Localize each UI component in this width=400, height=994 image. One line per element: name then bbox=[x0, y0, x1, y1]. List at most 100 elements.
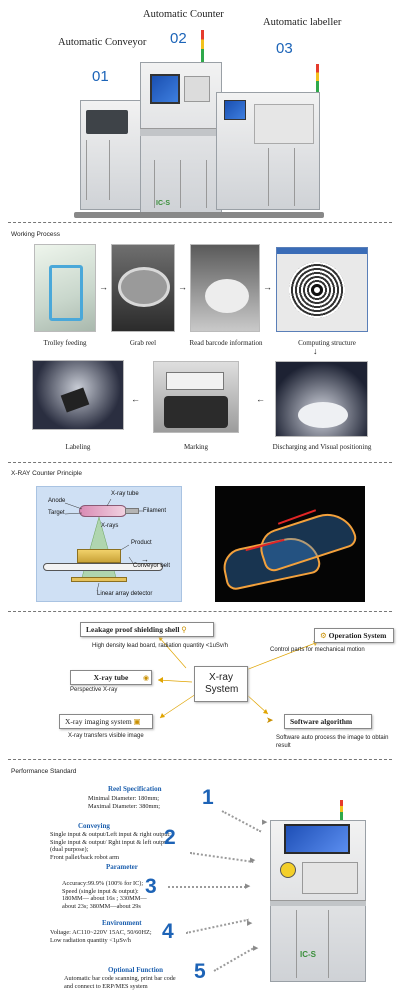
perf-line: Accuracy:99.9% (100% for IC); bbox=[62, 880, 144, 887]
photo-discharging bbox=[275, 361, 368, 437]
signal-lamp-icon bbox=[201, 30, 204, 62]
node-xray-tube-title: X-ray tube bbox=[70, 670, 152, 685]
label-labeller-title: Automatic labeller bbox=[263, 17, 342, 28]
photo-computing-structure bbox=[276, 247, 368, 332]
perf-line: Low radiation quantity <1μSv/h bbox=[50, 936, 131, 944]
photo-read-barcode bbox=[190, 244, 260, 332]
perf-text-5: Automatic bar code scanning, print bar c… bbox=[64, 975, 176, 990]
label-conveyor-belt: Conveyor belt bbox=[133, 563, 171, 569]
perf-title-5: Optional Function bbox=[108, 966, 164, 974]
label-conveyor-title: Automatic Conveyor bbox=[58, 37, 147, 48]
perf-line: Voltage: AC110~220V 15AC, 50/60HZ; bbox=[50, 929, 152, 936]
dotted-arrow-4 bbox=[185, 918, 249, 934]
machine-brand-logo: IC-S bbox=[156, 200, 170, 207]
perf-title-3: Parameter bbox=[106, 863, 138, 871]
perf-line: Speed (single input & output): bbox=[62, 887, 139, 895]
arrow-head-icon-4: ▶ bbox=[247, 920, 253, 927]
arrow-down-icon: ↓ bbox=[313, 346, 318, 356]
step-caption-5: Labeling bbox=[65, 443, 91, 451]
conveyor-window bbox=[86, 110, 128, 134]
step-caption-3: Read barcode information bbox=[189, 339, 263, 347]
arrow-right-icon-3: → bbox=[263, 282, 272, 292]
search-icon: ⚲ bbox=[181, 625, 187, 634]
perf-number-5: 5 bbox=[194, 960, 206, 983]
node-operation-title: ⚙ Operation System bbox=[314, 628, 394, 643]
perf-line: about 23s; 380MM—about 29s bbox=[62, 902, 141, 910]
photo-trolley-feeding bbox=[34, 244, 96, 332]
node-xray-tube-text: Perspective X-ray bbox=[70, 687, 118, 693]
pin-icon: ➤ bbox=[266, 715, 274, 725]
perf-line: Maximal Diameter: 380mm; bbox=[88, 802, 161, 810]
arrow-right-icon-4: → bbox=[141, 555, 149, 564]
arrow-head-icon-2: ▶ bbox=[250, 857, 256, 864]
arrow-head-icon: ▶ bbox=[262, 819, 268, 826]
label-product: Product bbox=[131, 540, 152, 546]
perf-text-1: Minimal Diameter: 180mm; Maximal Diamete… bbox=[88, 795, 160, 810]
machines-image: IC-S bbox=[64, 30, 354, 220]
detector-shape bbox=[71, 577, 127, 582]
step-caption-4: Computing structure bbox=[298, 339, 356, 347]
label-anode: Anode bbox=[48, 498, 66, 504]
product-shape bbox=[77, 549, 121, 563]
node-leakage-title: Leakage proof shielding shell ⚲ bbox=[80, 622, 214, 637]
dotted-arrow-3 bbox=[168, 886, 246, 888]
label-target: Target bbox=[48, 510, 65, 516]
step-caption-1: Trolley feeding bbox=[43, 339, 87, 347]
arrow-right-icon-2: → bbox=[178, 282, 187, 292]
perf-number-2: 2 bbox=[164, 826, 176, 849]
labeller-screen-icon bbox=[224, 100, 246, 120]
photo-grab-reel bbox=[111, 244, 175, 332]
perf-line: and connect to ERP/MES system bbox=[64, 982, 148, 990]
arrow-head-icon-3: ▶ bbox=[245, 883, 251, 890]
signal-lamp-icon-2 bbox=[316, 64, 319, 92]
machine-top-panel bbox=[284, 824, 350, 854]
label-labeller-number: 03 bbox=[276, 40, 293, 57]
gear-icon: ⚙ bbox=[320, 631, 327, 640]
divider-1 bbox=[8, 222, 392, 223]
step-caption-2: Grab reel bbox=[129, 339, 157, 347]
working-process-heading: Working Process bbox=[11, 231, 61, 238]
label-filament: Filament bbox=[143, 508, 167, 514]
photo-labeling bbox=[32, 360, 124, 430]
node-software-text: Software auto process the image to obtai… bbox=[276, 735, 389, 749]
dotted-arrow-2 bbox=[189, 852, 254, 863]
perf-title-2: Conveying bbox=[78, 822, 110, 830]
signal-lamp-icon-3 bbox=[340, 800, 343, 820]
conveyor-belt-shape bbox=[43, 563, 163, 571]
divider-4 bbox=[8, 759, 392, 760]
target-icon: ◉ bbox=[143, 675, 150, 682]
xray-principle-heading: X-RAY Counter Principle bbox=[11, 470, 82, 477]
perf-text-2: Single input & output/Left input & right… bbox=[50, 831, 171, 861]
arrow-left-icon: ← bbox=[256, 394, 265, 404]
photo-marking bbox=[153, 361, 239, 433]
perf-line: (dual purpose); bbox=[50, 846, 89, 854]
perf-line: Single input & output/ Rght input & left… bbox=[50, 838, 169, 846]
arrow-left-icon-2: ← bbox=[131, 394, 140, 404]
node-imaging-title: X-ray imaging system ▣ bbox=[59, 714, 153, 729]
counter-machine-image: IC-S bbox=[266, 800, 372, 986]
label-conveyor-number: 01 bbox=[92, 68, 109, 85]
performance-heading: Performance Standard bbox=[11, 768, 77, 775]
perf-line: Front pallet/back robot arm bbox=[50, 853, 120, 861]
perf-brand-logo: IC-S bbox=[300, 950, 316, 959]
divider-2 bbox=[8, 462, 392, 463]
image-icon: ▣ bbox=[133, 717, 141, 726]
dotted-arrow-1 bbox=[221, 810, 262, 833]
node-leakage-text: High density lead board, radiation quant… bbox=[92, 643, 228, 649]
perf-number-3: 3 bbox=[145, 875, 157, 898]
label-xrays: X-rays bbox=[101, 523, 119, 529]
arrow-head-icon-5: ▶ bbox=[253, 945, 259, 952]
arrow-right-icon: → bbox=[99, 282, 108, 292]
perf-text-4: Voltage: AC110~220V 15AC, 50/60HZ; Low r… bbox=[50, 929, 152, 944]
divider-3 bbox=[8, 611, 392, 612]
dotted-arrow-5 bbox=[213, 946, 257, 972]
node-imaging-text: X-ray transfers visible image bbox=[68, 733, 144, 739]
perf-line: 180MM— about 16s ; 330MM— bbox=[62, 895, 147, 903]
monitor-icon bbox=[150, 74, 180, 104]
perf-line: Minimal Diameter: 180mm; bbox=[88, 795, 160, 802]
label-detector: Linear array detector bbox=[97, 591, 153, 597]
perf-title-4: Environment bbox=[102, 919, 142, 927]
system-center-node: X-ray System bbox=[194, 666, 248, 702]
perf-number-4: 4 bbox=[162, 920, 174, 943]
radiation-icon bbox=[280, 862, 296, 878]
